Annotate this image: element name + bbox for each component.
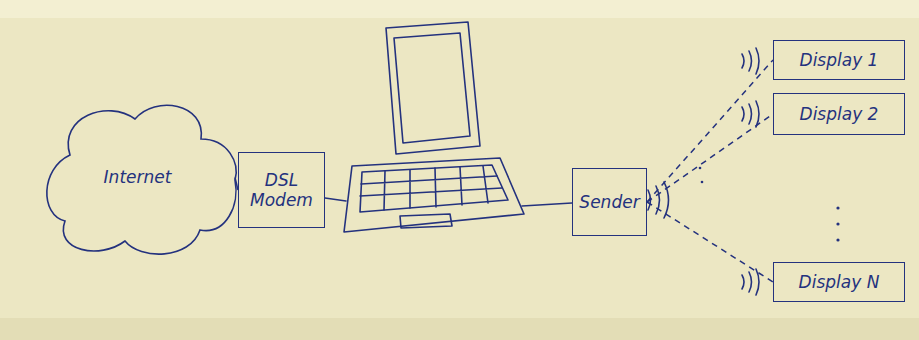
ellipsis-dot — [836, 206, 839, 209]
node-label: Display 1 — [800, 50, 879, 70]
text-stack: Display 1 — [800, 50, 879, 70]
node-label: Display N — [799, 272, 880, 292]
network-cloud: Internet — [40, 95, 235, 260]
radio-link — [647, 114, 773, 202]
paper-light-band — [0, 0, 919, 18]
laptop-lid — [386, 22, 480, 154]
display-box: Display 1 — [773, 40, 905, 80]
ellipsis-dot — [701, 181, 704, 184]
radio-waves — [742, 48, 759, 74]
laptop-keyboard — [360, 165, 508, 212]
ellipsis-dot — [836, 222, 839, 225]
radio-link — [647, 202, 773, 282]
radio-waves — [742, 101, 759, 127]
node-label: DSL Modem — [245, 170, 318, 211]
laptop-base — [344, 158, 524, 232]
laptop-touchpad — [400, 214, 452, 228]
text-stack: Display 2 — [800, 104, 879, 124]
laptop-screen — [394, 33, 470, 143]
paper-shadow-band — [0, 318, 919, 340]
display-box: Display 2 — [773, 93, 905, 135]
ellipsis-dot — [836, 238, 839, 241]
radio-waves — [742, 269, 759, 295]
cloud-path — [47, 105, 236, 254]
laptop-sender-cable — [522, 203, 572, 206]
ellipsis-dot — [699, 167, 702, 170]
node-label: Sender — [579, 192, 639, 212]
node-label: Internet — [104, 167, 172, 187]
node-label: Display 2 — [800, 104, 879, 124]
modem-laptop-cable — [325, 198, 346, 201]
keyboard-keys — [360, 166, 502, 210]
sender-box: Sender — [572, 168, 647, 236]
text-stack: Sender — [579, 192, 639, 212]
text-stack: Display N — [799, 272, 880, 292]
modem-box: DSL Modem — [238, 152, 325, 228]
text-stack: Internet — [104, 167, 172, 187]
display-box: Display N — [773, 262, 905, 302]
radio-link — [647, 60, 773, 202]
text-stack: DSL Modem — [245, 170, 318, 211]
